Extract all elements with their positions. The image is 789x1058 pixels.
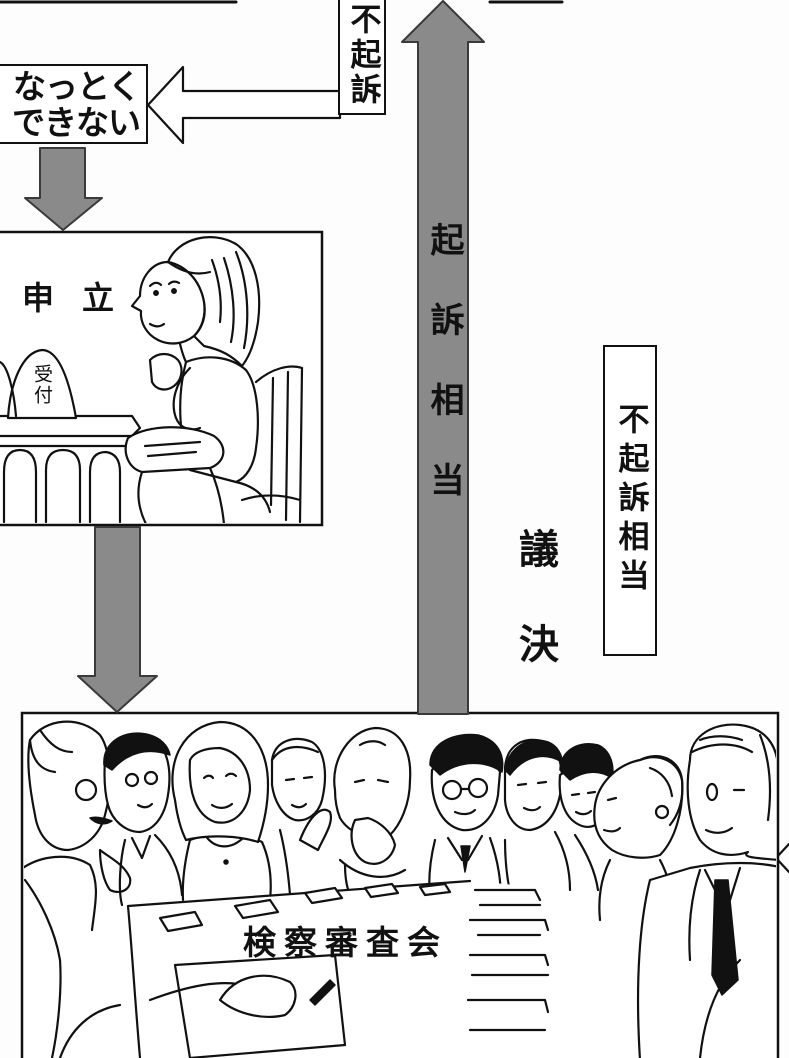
resolution-label: 議決	[512, 528, 558, 718]
unconvinced-box: なっとく できない	[0, 64, 148, 144]
reception-desk-legs	[0, 444, 127, 523]
woman-bangs	[166, 260, 212, 275]
member-hair	[103, 732, 171, 771]
reception-desk-top	[0, 414, 142, 438]
chair	[240, 365, 304, 523]
woman-mouth	[148, 322, 166, 328]
member-shoulders	[24, 855, 98, 932]
member-face-features	[570, 790, 597, 816]
reception-sign-stand	[6, 348, 78, 420]
member-hair	[690, 733, 772, 822]
not-prosecuted-box: 不起訴	[338, 0, 386, 115]
member-mustache	[89, 816, 113, 825]
member-hair	[504, 739, 563, 776]
member-head	[686, 723, 776, 861]
table-edges	[126, 879, 472, 1058]
woman-hand	[148, 352, 183, 391]
commission-member	[636, 723, 776, 1058]
desk-side-object	[0, 360, 18, 418]
document-stack	[466, 888, 550, 1032]
member-face-features	[704, 788, 746, 834]
member-hair	[270, 745, 320, 762]
member-ear	[654, 804, 670, 820]
foreground-hand	[218, 974, 297, 1018]
document	[363, 882, 400, 899]
woman-neck	[178, 342, 188, 364]
commission-member	[270, 737, 333, 897]
document	[233, 898, 280, 920]
member-head	[270, 737, 327, 822]
glasses-lens	[74, 778, 98, 802]
commission-member	[593, 755, 684, 922]
member-head	[188, 746, 252, 824]
foreground-shoulder	[24, 878, 62, 1058]
member-shoulders	[573, 833, 600, 892]
woman-papers	[124, 426, 225, 474]
commission-member	[171, 720, 272, 902]
member-eye	[124, 772, 140, 788]
member-hand	[98, 848, 132, 894]
member-lapels	[688, 866, 742, 1058]
member-head	[27, 720, 111, 852]
reception-sign-label: 受付	[31, 364, 53, 406]
woman-left-eye	[153, 290, 159, 296]
woman-eyebrows	[148, 280, 181, 288]
application-label: 申立	[22, 279, 143, 317]
applicant-woman	[124, 236, 272, 523]
prosecution-warranted-label: 起訴相当	[424, 222, 464, 542]
member-shoulders	[118, 833, 184, 907]
up-arrow-prosecution	[401, 0, 485, 715]
not-prosecuted-label: 不起訴	[344, 3, 381, 108]
unconvinced-line-1: なっとく	[12, 67, 141, 106]
member-hair	[559, 743, 614, 781]
member-hair	[638, 755, 684, 827]
unconvinced-line-2: できない	[12, 103, 141, 142]
member-tie	[711, 879, 739, 996]
commission-illustration	[24, 720, 776, 1058]
woman-legs	[137, 466, 272, 523]
commission-member	[558, 743, 614, 892]
member-face-features	[516, 780, 548, 812]
member-eye	[705, 782, 719, 802]
member-face-features	[602, 796, 622, 833]
member-hair	[429, 733, 504, 776]
member-suit	[428, 834, 502, 902]
table-documents	[158, 882, 452, 933]
commission-member	[24, 720, 132, 932]
member-face-features	[353, 740, 390, 784]
woman-right-eye	[171, 288, 177, 294]
commission-member	[103, 732, 184, 907]
member-hand	[298, 808, 333, 852]
member-hair	[28, 728, 74, 774]
application-illustration	[0, 236, 304, 523]
document	[158, 910, 204, 933]
non-prosecution-warranted-label: 不起訴相当	[612, 403, 649, 598]
member-tie	[460, 845, 471, 873]
member-button	[223, 859, 229, 865]
member-suit	[636, 861, 776, 1058]
member-hand	[350, 816, 397, 865]
paper-lines	[143, 440, 202, 458]
down-arrow-to-application	[24, 147, 103, 231]
member-eye	[143, 770, 159, 786]
member-shoulders	[278, 828, 292, 897]
commission-member	[333, 726, 412, 902]
pen-icon	[309, 979, 336, 1006]
member-head	[333, 726, 412, 839]
hollow-left-arrow	[146, 65, 342, 145]
document	[303, 886, 344, 905]
commission-member	[428, 733, 504, 902]
member-mouth	[136, 802, 154, 809]
member-face-features	[202, 772, 238, 809]
commission-label: 検察審査会	[243, 923, 448, 962]
document	[418, 882, 452, 897]
member-face-features	[453, 787, 477, 816]
down-arrow-to-commission	[77, 526, 158, 713]
woman-hair-strands	[210, 250, 249, 350]
non-prosecution-warranted-box: 不起訴相当	[603, 345, 657, 656]
commission-member	[503, 738, 572, 902]
member-face-features	[284, 775, 314, 809]
